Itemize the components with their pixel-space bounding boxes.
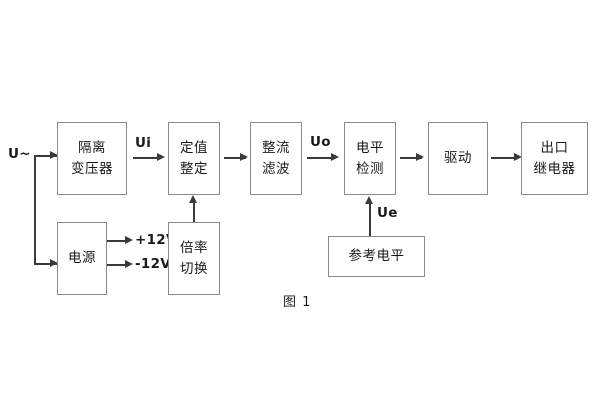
block-multiplier-switch-line2: 切换 xyxy=(180,260,208,277)
block-output-relay-line1: 出口 xyxy=(540,139,569,156)
block-reference-level: 参考电平 xyxy=(328,236,425,277)
wire-setpoint-to-rectifier xyxy=(224,157,246,159)
wire-multiplier-to-setpoint xyxy=(193,203,195,222)
block-isolation-transformer-line1: 隔离 xyxy=(78,139,106,156)
block-isolation-transformer-line2: 变压器 xyxy=(71,160,113,177)
block-driver-line1: 驱动 xyxy=(444,150,472,167)
wire-power-supply-neg12v xyxy=(107,264,129,266)
block-power-supply: 电源 xyxy=(57,222,107,295)
input-wire-bottom-segment xyxy=(34,263,58,265)
block-driver: 驱动 xyxy=(428,122,488,195)
signal-label-uo: Uo xyxy=(310,134,331,150)
block-output-relay-line2: 继电器 xyxy=(533,160,576,177)
block-setpoint-adjust: 定值 整定 xyxy=(168,122,220,195)
input-bus-vertical xyxy=(34,155,36,264)
signal-label-ui: Ui xyxy=(135,135,152,151)
signal-label-pos12v: +12V xyxy=(135,232,177,248)
arrow-pos12v xyxy=(125,235,133,244)
signal-label-neg12v: -12V xyxy=(135,256,172,272)
block-rectifier-filter-line2: 滤波 xyxy=(262,160,290,177)
block-power-supply-line1: 电源 xyxy=(68,250,96,267)
signal-label-ue: Ue xyxy=(377,205,398,221)
arrow-neg12v xyxy=(125,259,133,268)
block-reference-level-line1: 参考电平 xyxy=(348,248,405,265)
arrow-transformer-to-setpoint xyxy=(157,152,165,161)
arrow-multiplier-to-setpoint xyxy=(188,195,197,203)
wire-reference-to-level-detection xyxy=(369,204,371,236)
arrow-reference-to-level-detection xyxy=(364,196,373,204)
block-multiplier-switch-line1: 倍率 xyxy=(180,239,208,256)
wire-driver-to-output-relay xyxy=(491,157,516,159)
block-level-detection: 电平 检测 xyxy=(344,122,396,195)
block-setpoint-adjust-line1: 定值 xyxy=(180,139,208,156)
arrow-level-detection-to-driver xyxy=(416,152,424,161)
wire-power-supply-pos12v xyxy=(107,240,129,242)
arrow-into-power-supply xyxy=(50,258,58,267)
block-multiplier-switch: 倍率 切换 xyxy=(168,222,220,295)
block-rectifier-filter: 整流 滤波 xyxy=(250,122,302,195)
block-level-detection-line2: 检测 xyxy=(356,160,384,177)
block-level-detection-line1: 电平 xyxy=(356,139,384,156)
input-voltage-label: U~ xyxy=(8,146,31,162)
figure-caption: 图 1 xyxy=(283,295,312,310)
block-output-relay: 出口 继电器 xyxy=(521,122,588,195)
wire-rectifier-to-level-detection xyxy=(307,157,332,159)
arrow-setpoint-to-rectifier xyxy=(240,152,248,161)
arrow-into-isolation-transformer xyxy=(50,150,58,159)
arrow-rectifier-to-level-detection xyxy=(331,152,339,161)
input-wire-top-segment xyxy=(34,155,58,157)
wire-level-detection-to-driver xyxy=(400,157,422,159)
arrow-driver-to-output-relay xyxy=(514,152,522,161)
block-setpoint-adjust-line2: 整定 xyxy=(180,160,208,177)
block-rectifier-filter-line1: 整流 xyxy=(262,139,290,156)
wire-transformer-to-setpoint xyxy=(133,157,158,159)
block-isolation-transformer: 隔离 变压器 xyxy=(57,122,127,195)
